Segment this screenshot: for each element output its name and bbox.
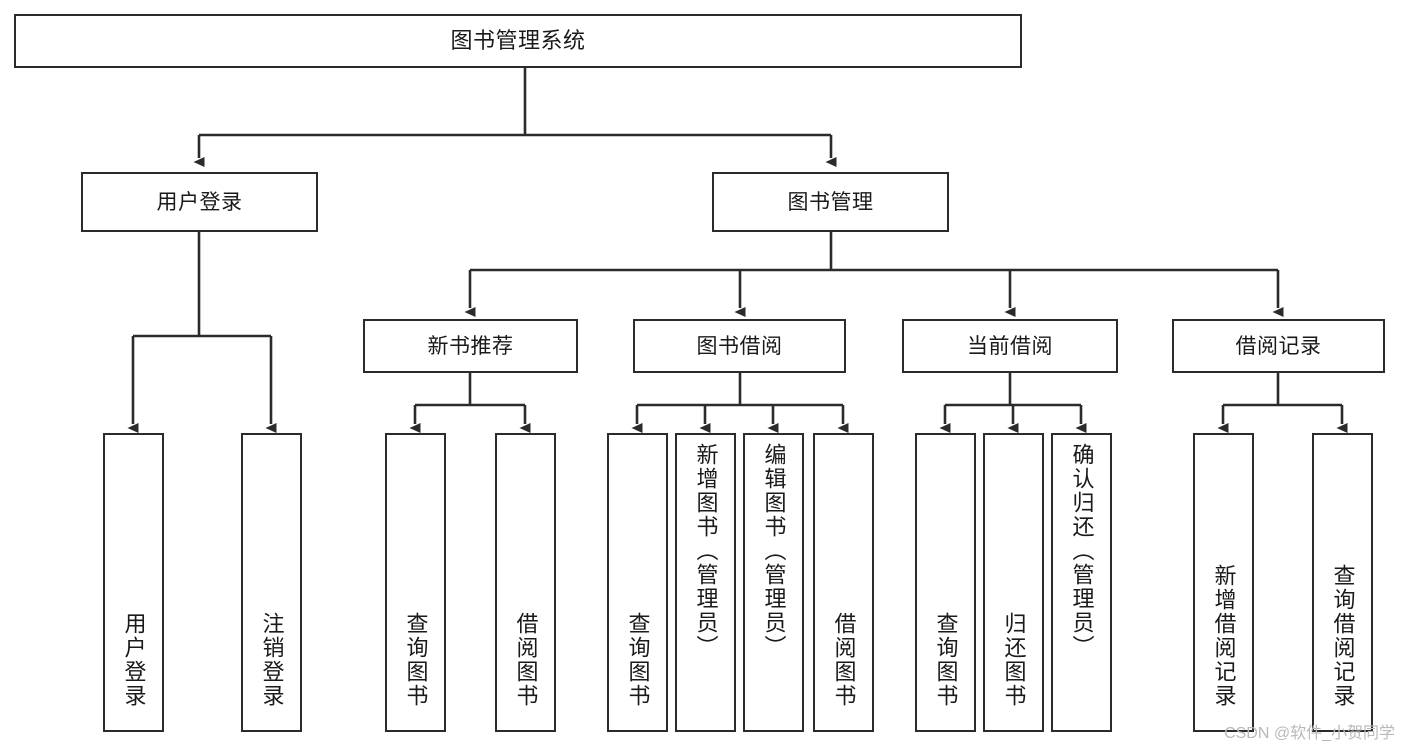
leaf-return-book[interactable]: 归还图书 <box>983 433 1044 732</box>
node-book-borrow[interactable]: 图书借阅 <box>633 319 846 373</box>
leaf-edit-book[interactable]: 编辑图书（管理员） <box>743 433 804 732</box>
node-book-borrow-label: 图书借阅 <box>696 334 783 358</box>
leaf-confirm-return-label: 确认归还（管理员） <box>1069 443 1095 659</box>
leaf-borrow-book-1[interactable]: 借阅图书 <box>495 433 556 732</box>
leaf-borrow-book-2[interactable]: 借阅图书 <box>813 433 874 732</box>
leaf-add-record-label: 新增借阅记录 <box>1211 564 1237 708</box>
leaf-add-book-label: 新增图书（管理员） <box>693 443 719 659</box>
leaf-query-book-3[interactable]: 查询图书 <box>915 433 976 732</box>
node-new-book-recommend[interactable]: 新书推荐 <box>363 319 578 373</box>
node-book-management-label: 图书管理 <box>787 190 874 214</box>
node-current-borrow[interactable]: 当前借阅 <box>902 319 1118 373</box>
node-borrow-record[interactable]: 借阅记录 <box>1172 319 1385 373</box>
node-current-borrow-label: 当前借阅 <box>967 334 1053 358</box>
leaf-add-record[interactable]: 新增借阅记录 <box>1193 433 1254 732</box>
node-user-login[interactable]: 用户登录 <box>81 172 318 232</box>
csdn-watermark: CSDN @软件_小贺同学 <box>1224 725 1395 742</box>
leaf-borrow-book-2-label: 借阅图书 <box>831 612 857 708</box>
leaf-query-book-1[interactable]: 查询图书 <box>385 433 446 732</box>
leaf-query-book-1-label: 查询图书 <box>403 612 429 708</box>
leaf-query-book-2-label: 查询图书 <box>625 612 651 708</box>
leaf-user-login-label: 用户登录 <box>121 612 147 708</box>
node-borrow-record-label: 借阅记录 <box>1235 334 1322 358</box>
node-new-book-recommend-label: 新书推荐 <box>427 334 514 358</box>
leaf-query-record[interactable]: 查询借阅记录 <box>1312 433 1373 732</box>
leaf-query-record-label: 查询借阅记录 <box>1330 564 1356 708</box>
node-user-login-label: 用户登录 <box>156 190 243 214</box>
leaf-confirm-return[interactable]: 确认归还（管理员） <box>1051 433 1112 732</box>
leaf-logout-label: 注销登录 <box>259 612 285 708</box>
node-root[interactable]: 图书管理系统 <box>14 14 1022 68</box>
leaf-query-book-3-label: 查询图书 <box>933 612 959 708</box>
node-book-management[interactable]: 图书管理 <box>712 172 949 232</box>
leaf-borrow-book-1-label: 借阅图书 <box>513 612 539 708</box>
leaf-logout[interactable]: 注销登录 <box>241 433 302 732</box>
leaf-user-login[interactable]: 用户登录 <box>103 433 164 732</box>
node-root-label: 图书管理系统 <box>450 28 586 53</box>
leaf-edit-book-label: 编辑图书（管理员） <box>761 443 787 659</box>
leaf-add-book[interactable]: 新增图书（管理员） <box>675 433 736 732</box>
leaf-query-book-2[interactable]: 查询图书 <box>607 433 668 732</box>
leaf-return-book-label: 归还图书 <box>1001 612 1027 708</box>
